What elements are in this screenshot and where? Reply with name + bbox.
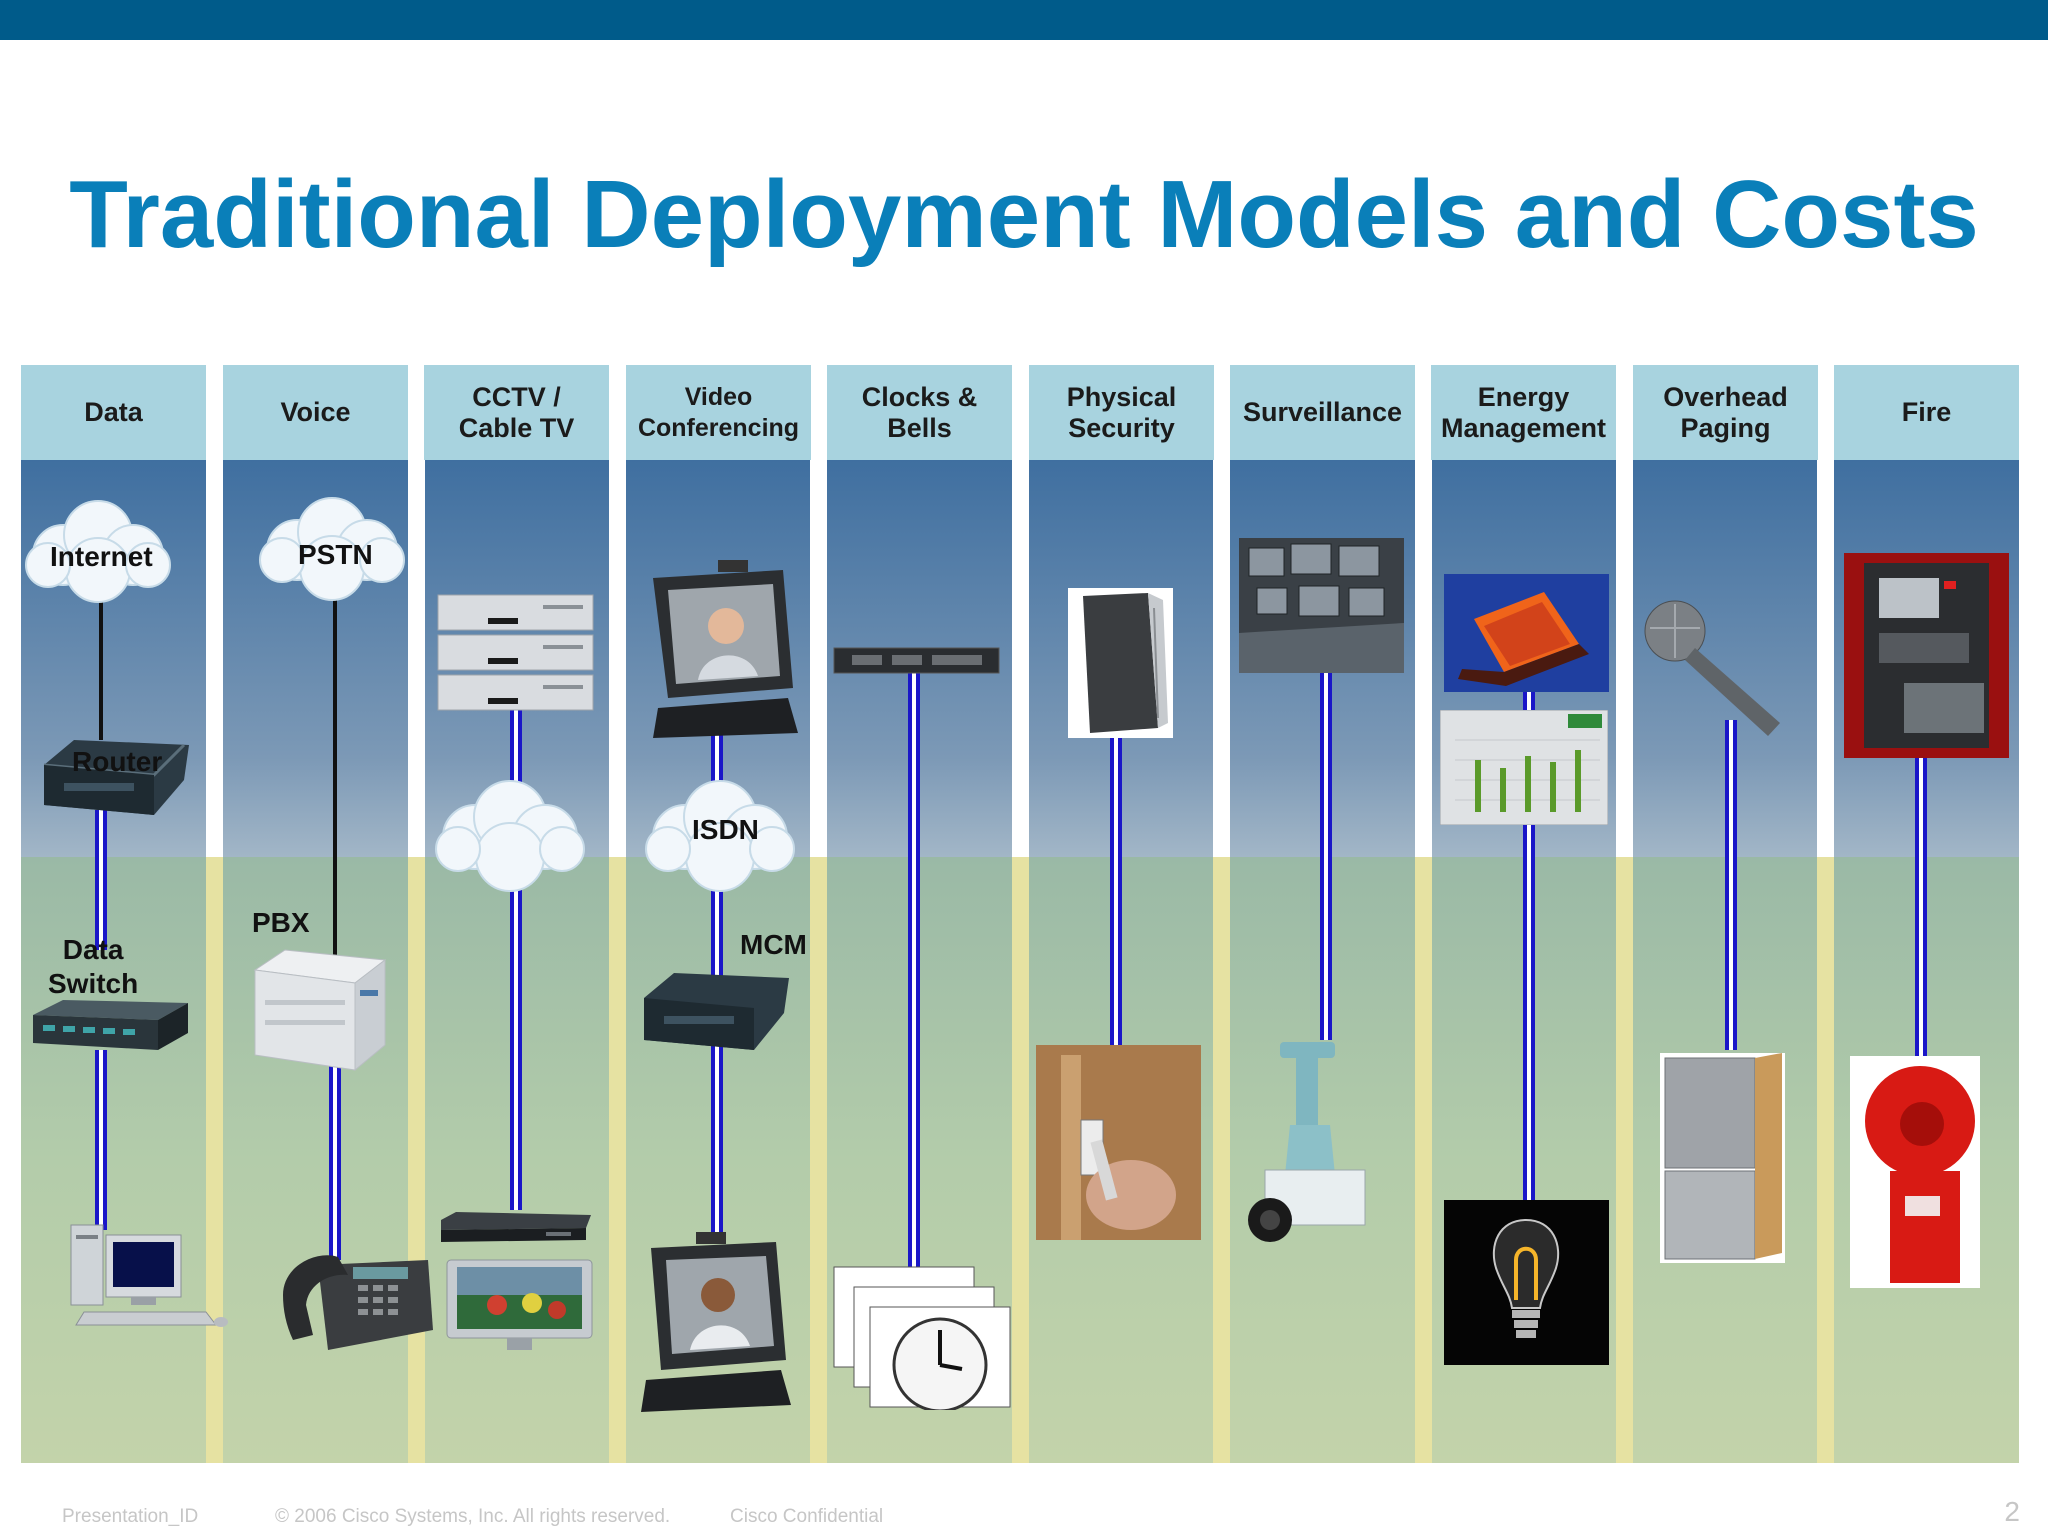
light-bulb-icon (1444, 1200, 1609, 1365)
television-icon (446, 1259, 593, 1350)
desktop-computer-icon (70, 1224, 228, 1327)
column-gap (1012, 365, 1029, 1463)
security-server-icon (1068, 588, 1173, 738)
column-header-data: Data (21, 365, 206, 460)
pbx-label: PBX (252, 907, 310, 938)
page-number: 2 (2004, 1496, 2020, 1527)
connector-line (329, 1060, 341, 1260)
router-icon (43, 740, 189, 815)
column-header-energy-management: Energy Management (1431, 365, 1616, 460)
connector-line (99, 600, 103, 740)
internet-cloud-icon (25, 500, 171, 603)
footer-confidential: Cisco Confidential (730, 1506, 884, 1527)
column-gap (1415, 365, 1432, 1463)
laptop-icon (1444, 574, 1609, 692)
desk-phone-icon (283, 1255, 433, 1350)
data-switch-label: Data Switch (48, 934, 139, 999)
column-gap (1616, 365, 1633, 1463)
connector-line (1725, 720, 1737, 1050)
mcm-label: MCM (740, 929, 807, 960)
surveillance-monitors-icon (1239, 538, 1404, 673)
clock-controller-icon (833, 647, 1000, 674)
column-gap (1817, 365, 1834, 1463)
column-header-voice: Voice (223, 365, 408, 460)
pbx-icon (253, 949, 387, 1072)
column-header-cctv: CCTV / Cable TV (424, 365, 609, 460)
fire-alarm-bell-icon (1850, 1056, 1980, 1288)
energy-chart-icon (1440, 710, 1608, 825)
column-gap (609, 365, 626, 1463)
mcm-icon (644, 973, 789, 1050)
column-header-clocks-bells: Clocks & Bells (827, 365, 1012, 460)
isdn-cloud-icon (645, 780, 795, 892)
internet-label: Internet (50, 541, 153, 572)
slide-title: Traditional Deployment Models and Costs (69, 161, 1979, 268)
isdn-label: ISDN (692, 814, 759, 845)
footer-copyright: © 2006 Cisco Systems, Inc. All rights re… (275, 1506, 671, 1527)
column-header-video-conferencing: Video Conferencing (626, 365, 811, 460)
microphone-icon (1644, 600, 1780, 736)
connector-line (908, 670, 920, 1270)
wall-clocks-icon (833, 1266, 1011, 1410)
pstn-label: PSTN (298, 539, 373, 570)
video-conference-unit-icon (653, 560, 798, 738)
cable-tv-equipment-icon (437, 594, 594, 711)
footer-presentation-id: Presentation_ID (62, 1506, 199, 1527)
router-label: Router (72, 746, 163, 777)
column-header-overhead-paging: Overhead Paging (1633, 365, 1818, 460)
access-card-reader-icon (1036, 1045, 1201, 1240)
connector-line (1915, 750, 1927, 1060)
connector-line (95, 810, 107, 950)
connector-line (333, 600, 337, 960)
connector-line (95, 1050, 107, 1230)
column-gap (1213, 365, 1230, 1463)
connector-line (1110, 735, 1122, 1045)
column-header-physical-security: Physical Security (1029, 365, 1214, 460)
column-header-surveillance: Surveillance (1230, 365, 1415, 460)
fire-alarm-panel-icon (1844, 553, 2009, 758)
pstn-cloud-icon (259, 497, 405, 601)
video-phone-icon (641, 1232, 791, 1412)
cctv-cloud-icon (435, 780, 585, 892)
column-gap (810, 365, 827, 1463)
set-top-box-icon (441, 1212, 591, 1242)
top-bar (0, 0, 2048, 40)
column-gap (206, 365, 223, 1463)
connector-line (1320, 670, 1332, 1040)
speaker-icon (1660, 1053, 1785, 1263)
data-switch-icon (33, 1000, 188, 1050)
security-camera-icon (1248, 1042, 1366, 1242)
column-header-fire: Fire (1834, 365, 2019, 460)
